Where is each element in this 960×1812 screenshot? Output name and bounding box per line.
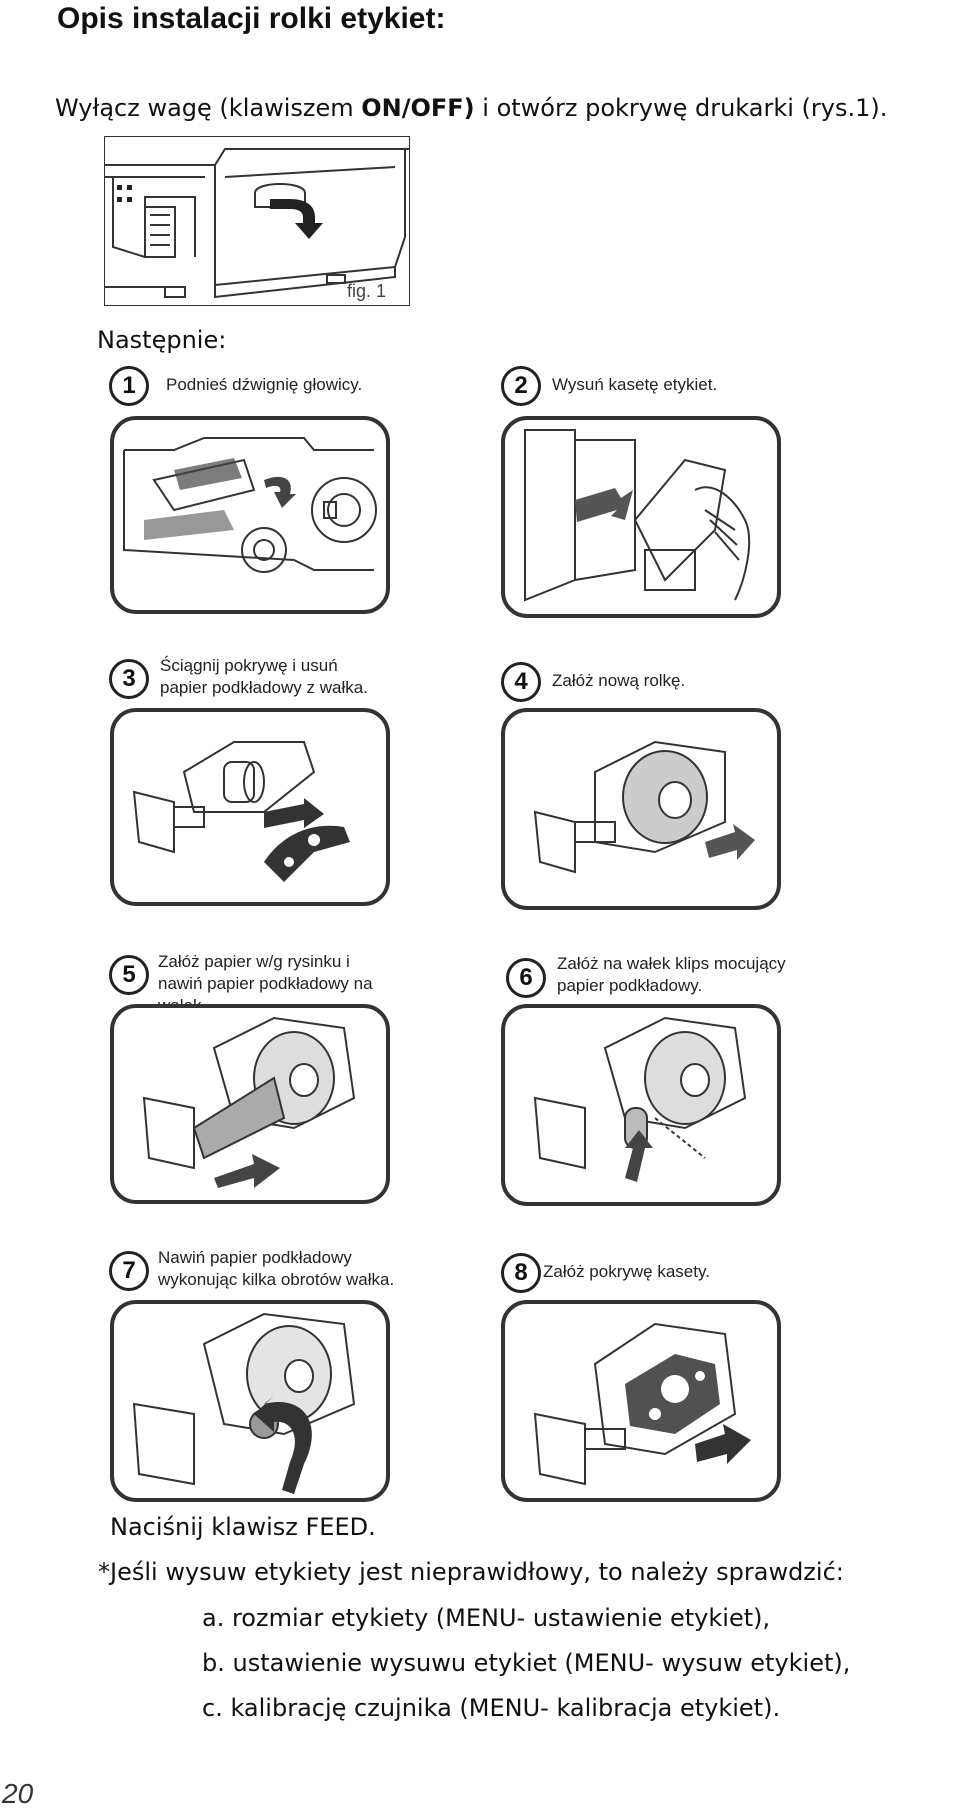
fig-1-label: fig. 1 [347,281,386,301]
step-4-number: 4 [501,662,541,702]
scale-printer-drawing: fig. 1 [105,148,409,301]
step-8-caption: Załóż pokrywę kasety. [543,1262,710,1281]
step-7-caption: Nawiń papier podkładowy wykonując kilka … [158,1248,395,1289]
step-7-number: 7 [109,1251,149,1291]
thread-paper-drawing [142,1016,356,1188]
step-5-caption: Załóż papier w/g rysinku i nawiń papier … [158,952,373,1015]
insert-roll-drawing [533,740,755,874]
step-3-number: 3 [109,659,149,699]
step-6-illustration [501,1004,781,1206]
step-5-illustration [110,1004,390,1204]
step-6-caption: Załóż na wałek klips mocujący papier pod… [557,954,786,995]
step-7-illustration [110,1300,390,1502]
wind-backing-paper-drawing [132,1312,356,1494]
step-2-number: 2 [501,366,541,406]
troubleshooting-note: *Jeśli wysuw etykiety jest nieprawidłowy… [98,1558,844,1586]
figure-1-scale-printer: fig. 1 [104,136,410,306]
check-item-c: c. kalibrację czujnika (MENU- kalibracja… [202,1694,781,1722]
step-6-number: 6 [506,958,546,998]
attach-clip-drawing [533,1016,747,1182]
page-title: Opis instalacji rolki etykiet: [57,2,446,35]
step-8-illustration [501,1300,781,1502]
step-3-illustration [110,708,390,906]
step-3-caption: Ściągnij pokrywę i usuń papier podkładow… [160,656,368,697]
intro-instruction: Wyłącz wagę (klawiszem ON/OFF) i otwórz … [55,94,887,122]
step-2-caption: Wysuń kasetę etykiet. [552,375,718,394]
check-item-a: a. rozmiar etykiety (MENU- ustawienie et… [202,1604,771,1632]
page-number: 20 [2,1778,34,1809]
print-head-lever-drawing [123,437,377,573]
remove-cover-drawing [132,741,350,882]
intro-text-before: Wyłącz wagę (klawiszem [55,94,362,122]
step-4-caption: Załóż nową rolkę. [552,671,686,690]
step-2-illustration [501,416,781,618]
step-4-illustration [501,708,781,910]
intro-text-after: i otwórz pokrywę drukarki (rys.1). [474,94,888,122]
step-5-number: 5 [109,955,149,995]
step-1-illustration [110,416,390,614]
next-label: Następnie: [97,326,227,354]
close-cassette-cover-drawing [533,1322,751,1486]
check-item-b: b. ustawienie wysuwu etykiet (MENU- wysu… [202,1649,851,1677]
feed-instruction: Naciśnij klawisz FEED. [110,1513,376,1541]
step-1-caption: Podnieś dźwignię głowicy. [166,375,363,394]
pull-out-cassette-drawing [524,429,751,602]
step-8-number: 8 [501,1253,541,1293]
onoff-key-label: ON/OFF) [361,94,475,122]
step-1-number: 1 [109,366,149,406]
